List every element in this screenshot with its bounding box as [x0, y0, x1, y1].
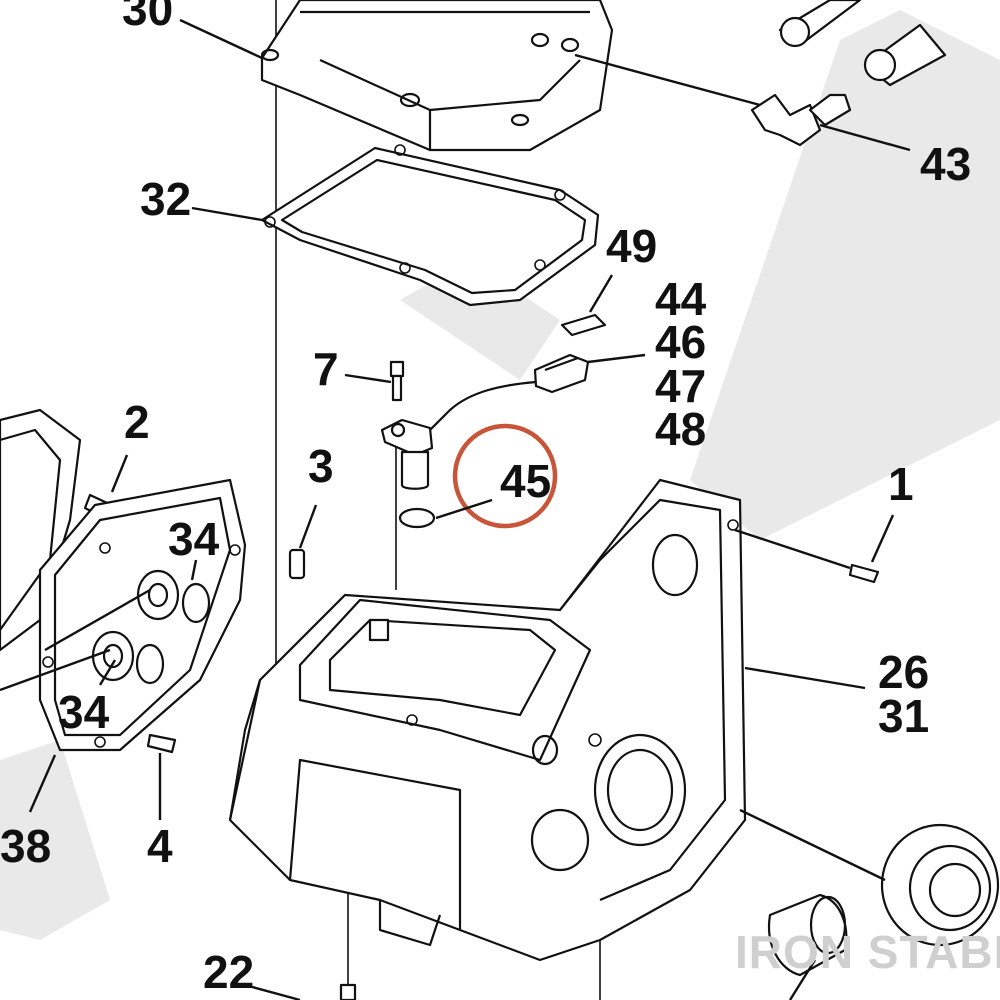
callout-45: 45 [500, 455, 551, 507]
left-cover-plate [0, 408, 247, 752]
hose-fitting-part [750, 0, 947, 147]
callout-30: 30 [122, 0, 173, 35]
clip-part [560, 313, 607, 337]
callout-22: 22 [203, 946, 254, 998]
top-cover-part [260, 0, 614, 152]
callout-32: 32 [140, 173, 191, 225]
gasket-part [260, 144, 600, 307]
callout-47: 47 [655, 360, 706, 412]
callout-7: 7 [313, 343, 339, 395]
callout-49: 49 [606, 220, 657, 272]
callout-31: 31 [878, 690, 929, 742]
callout-38: 38 [0, 820, 51, 872]
callout-3: 3 [308, 440, 334, 492]
callout-4: 4 [147, 820, 173, 872]
callout-48: 48 [655, 403, 706, 455]
leader-lines [0, 18, 911, 1000]
callout-44: 44 [655, 273, 707, 325]
callout-34-upper: 34 [168, 513, 220, 565]
callout-1: 1 [888, 458, 914, 510]
highlight-circle [452, 423, 558, 529]
brand-watermark: IRON STABLE [735, 926, 1000, 978]
callout-labels: 30 43 32 49 44 46 47 48 7 2 3 45 1 34 26… [0, 0, 971, 998]
drain-plug-part [339, 983, 357, 1000]
callout-46: 46 [655, 316, 706, 368]
callout-2: 2 [124, 396, 150, 448]
callout-26: 26 [878, 646, 929, 698]
transmission-case-part [228, 478, 747, 962]
speed-sensor-part [380, 418, 436, 529]
callout-43: 43 [920, 138, 971, 190]
callout-34-lower: 34 [58, 686, 110, 738]
screw-part [389, 360, 405, 402]
main-bearing-part [767, 823, 1000, 977]
sensor-connector-part [427, 353, 590, 433]
